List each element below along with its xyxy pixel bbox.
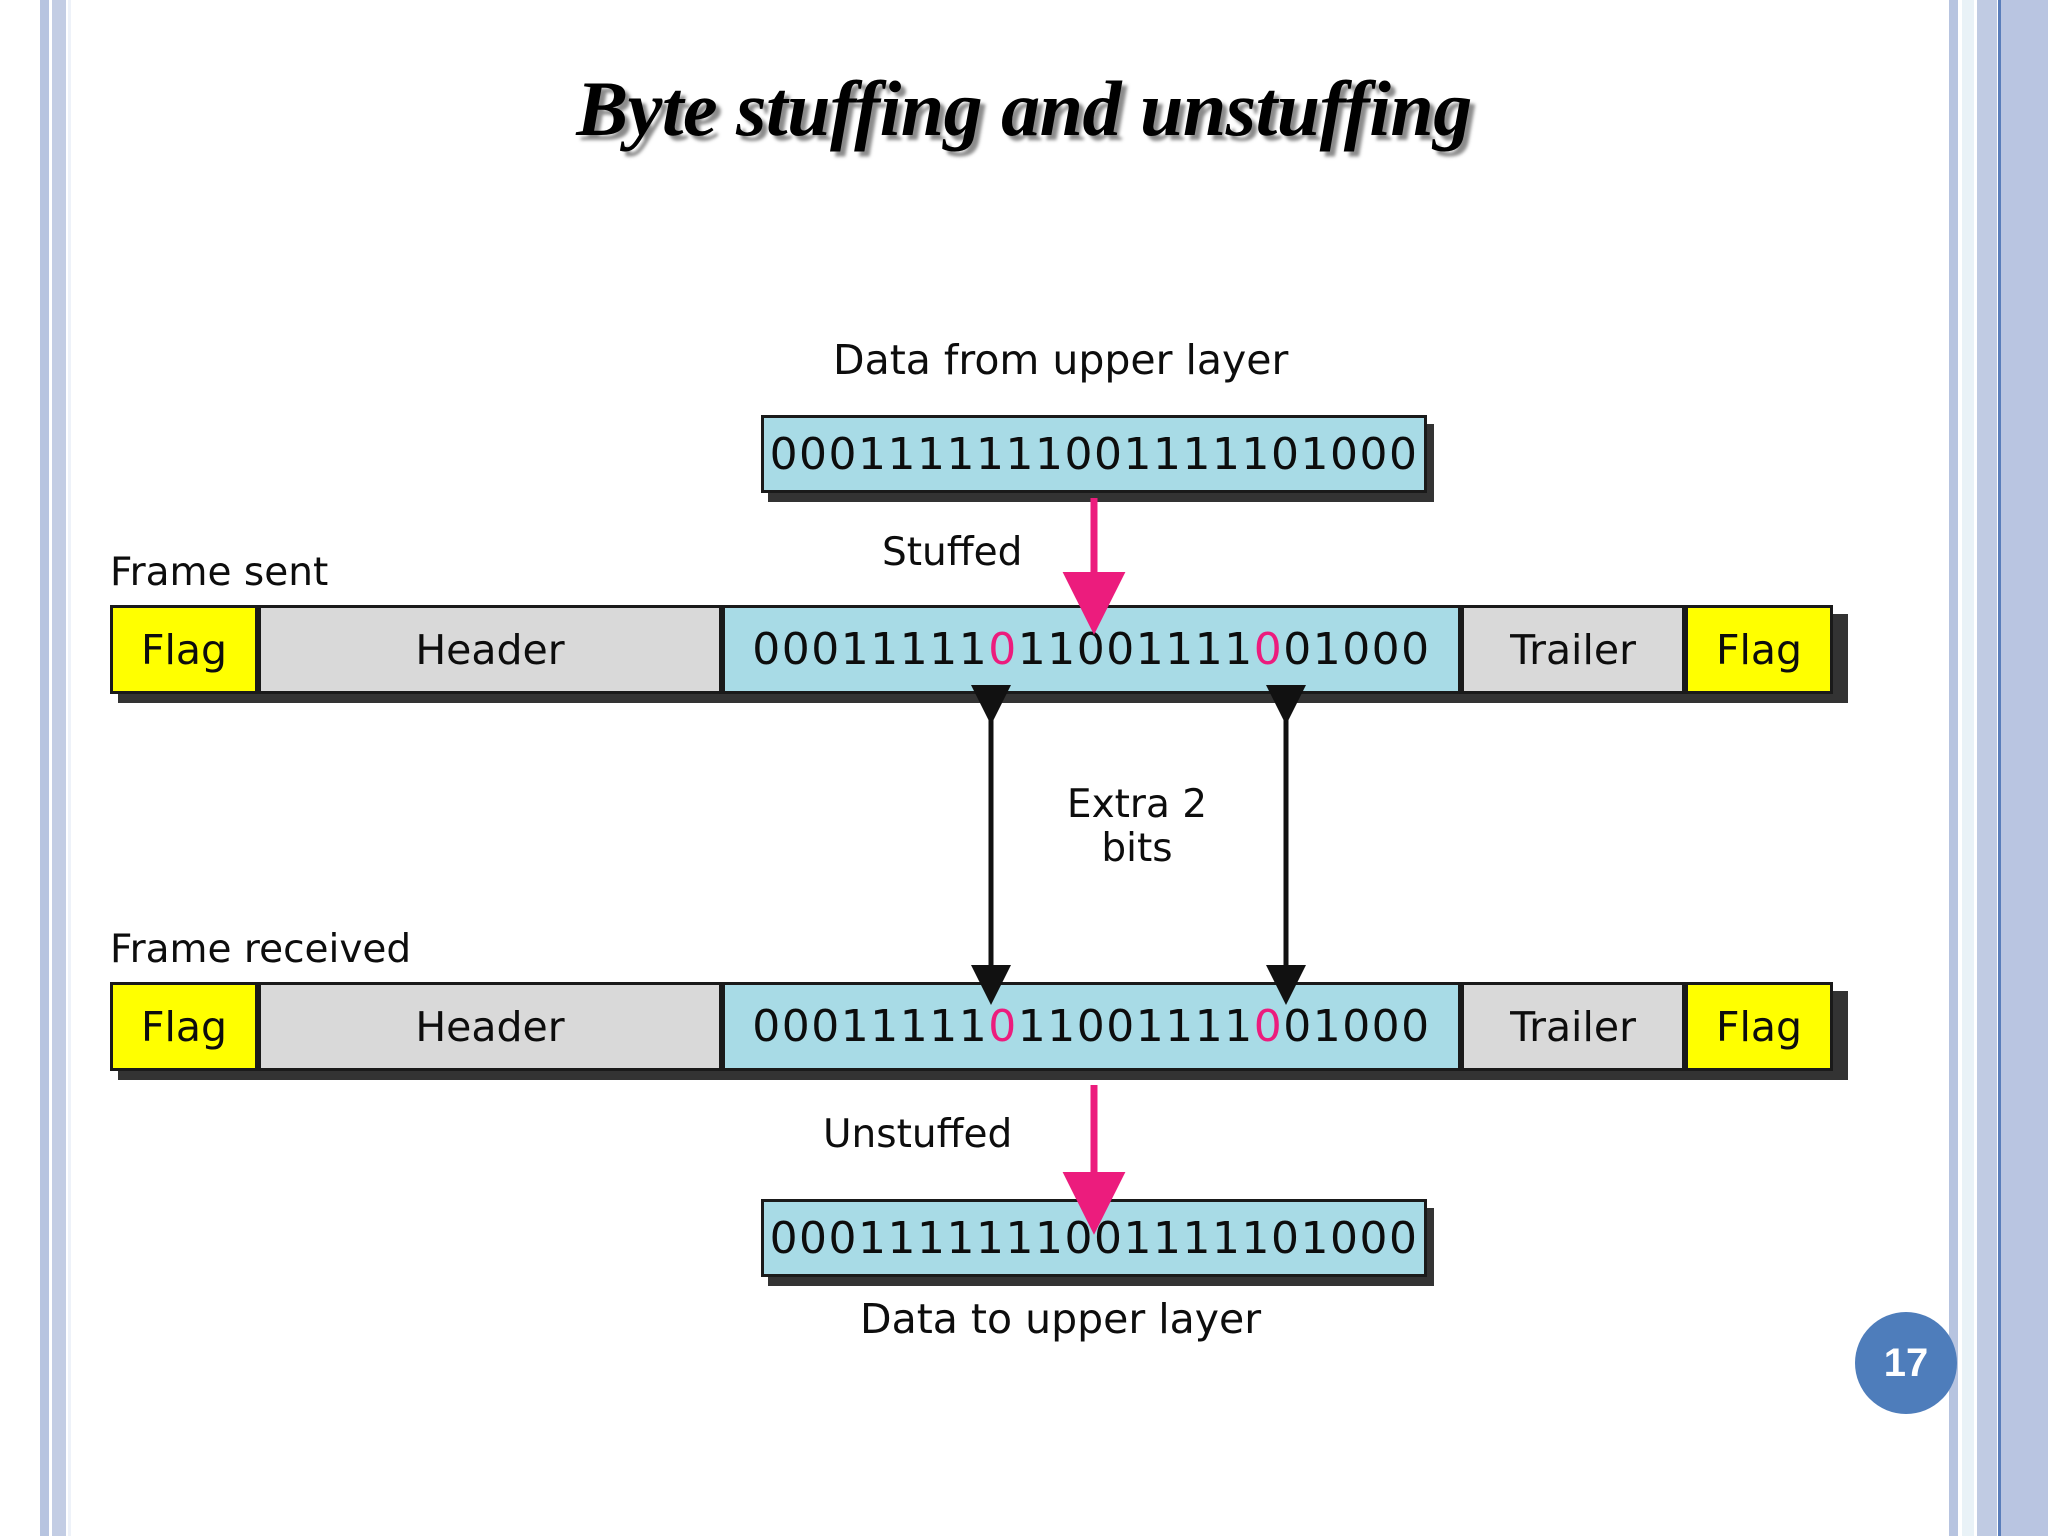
- bottom-caption: Data to upper layer: [860, 1295, 1262, 1343]
- stuffed-bit: 0: [1253, 624, 1284, 675]
- right-rail-stripe-3: [1977, 0, 1997, 1536]
- frame-sent-cell-flag-left: Flag: [110, 605, 258, 694]
- cell-label: Flag: [1715, 625, 1803, 674]
- right-rail-stripe-2: [1962, 0, 1974, 1536]
- unstuffed-label: Unstuffed: [823, 1112, 1013, 1157]
- cell-label: Header: [415, 625, 565, 674]
- frame-sent-label: Frame sent: [110, 550, 329, 595]
- data-bit-run: 11001111: [1017, 624, 1254, 675]
- data-bit-run: 00011111: [752, 624, 989, 675]
- top-caption: Data from upper layer: [833, 336, 1289, 384]
- data-bit-run: 01000: [1283, 624, 1431, 675]
- left-rail-stripe-2: [52, 0, 66, 1536]
- bottom-data-bits: 0001111111001111101000: [769, 1212, 1419, 1264]
- data-bit-run: 01000: [1283, 1001, 1431, 1052]
- extra-bits-label: Extra 2 bits: [1052, 783, 1222, 870]
- bottom-data-box: 0001111111001111101000: [761, 1199, 1427, 1277]
- frame-received-cell-data: 00011111011001111001000: [722, 982, 1461, 1071]
- top-data-bits: 0001111111001111101000: [769, 428, 1419, 480]
- left-rail-stripe-1: [40, 0, 49, 1536]
- frame-sent-cell-header: Header: [258, 605, 722, 694]
- data-bit-run: 00011111: [752, 1001, 989, 1052]
- cell-label: Flag: [140, 625, 228, 674]
- stuffed-label: Stuffed: [882, 530, 1023, 575]
- frame-received-cell-trailer: Trailer: [1461, 982, 1685, 1071]
- cell-label: Header: [415, 1002, 565, 1051]
- top-data-box: 0001111111001111101000: [761, 415, 1427, 493]
- stuffed-bit: 0: [988, 1001, 1018, 1052]
- cell-label: Trailer: [1510, 625, 1636, 674]
- frame-received-cell-flag-left: Flag: [110, 982, 258, 1071]
- slide-title: Byte stuffing and unstuffing: [576, 65, 1472, 152]
- right-rail-stripe-4: [1998, 0, 2001, 1536]
- left-rail-stripe-3: [68, 0, 71, 1536]
- extra-bits-line1: Extra 2: [1066, 782, 1208, 827]
- extra-bits-line2: bits: [1101, 825, 1173, 871]
- cell-label: Trailer: [1510, 1002, 1636, 1051]
- right-rail-stripe-1: [1949, 0, 1958, 1536]
- frame-received-cell-header: Header: [258, 982, 722, 1071]
- stuffed-bit: 0: [988, 624, 1018, 675]
- cell-label: Flag: [1715, 1002, 1803, 1051]
- frame-sent-cell-data: 00011111011001111001000: [722, 605, 1461, 694]
- frame-sent-cell-flag-right: Flag: [1685, 605, 1833, 694]
- frame-sent-data-bits: 00011111011001111001000: [752, 624, 1430, 675]
- frame-received-data-bits: 00011111011001111001000: [752, 1001, 1430, 1052]
- stuffed-bit: 0: [1253, 1001, 1284, 1052]
- data-bit-run: 11001111: [1017, 1001, 1254, 1052]
- frame-received-label: Frame received: [110, 927, 412, 972]
- frame-received-cell-flag-right: Flag: [1685, 982, 1833, 1071]
- cell-label: Flag: [140, 1002, 228, 1051]
- right-rail-stripe-5: [2001, 0, 2048, 1536]
- frame-sent-cell-trailer: Trailer: [1461, 605, 1685, 694]
- page-number-badge: 17: [1855, 1312, 1957, 1414]
